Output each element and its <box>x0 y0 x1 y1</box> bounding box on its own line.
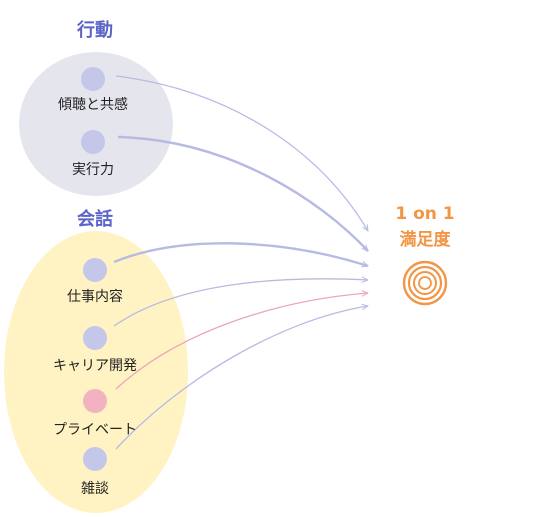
arrow-job-content <box>113 242 368 266</box>
node-career-development <box>83 326 107 350</box>
label-career-development: キャリア開発 <box>53 358 137 374</box>
label-listening-empathy: 傾聴と共感 <box>58 97 128 113</box>
arrow-private <box>115 293 368 390</box>
label-job-content: 仕事内容 <box>67 289 123 305</box>
node-private <box>83 389 107 413</box>
concentric-rings-icon <box>402 260 448 306</box>
group-title-action: 行動 <box>77 20 113 41</box>
label-small-talk: 雑談 <box>81 481 109 497</box>
target-title-line2: 満足度 <box>399 230 451 250</box>
arrow-career-development <box>113 279 368 327</box>
group-talk-area <box>4 231 188 513</box>
arrow-small-talk <box>115 306 368 450</box>
node-small-talk <box>83 447 107 471</box>
arrow-listening-empathy <box>115 75 368 231</box>
node-execution <box>81 130 105 154</box>
group-title-talk: 会話 <box>77 209 113 230</box>
arrow-execution <box>117 135 369 251</box>
label-execution: 実行力 <box>72 162 114 178</box>
target-title-line1: 1 on 1 <box>395 204 455 224</box>
node-listening-empathy <box>81 67 105 91</box>
group-action-area <box>19 52 173 196</box>
label-private: プライベート <box>53 422 137 438</box>
target-title: 1 on 1 満足度 <box>375 201 475 253</box>
node-job-content <box>83 258 107 282</box>
